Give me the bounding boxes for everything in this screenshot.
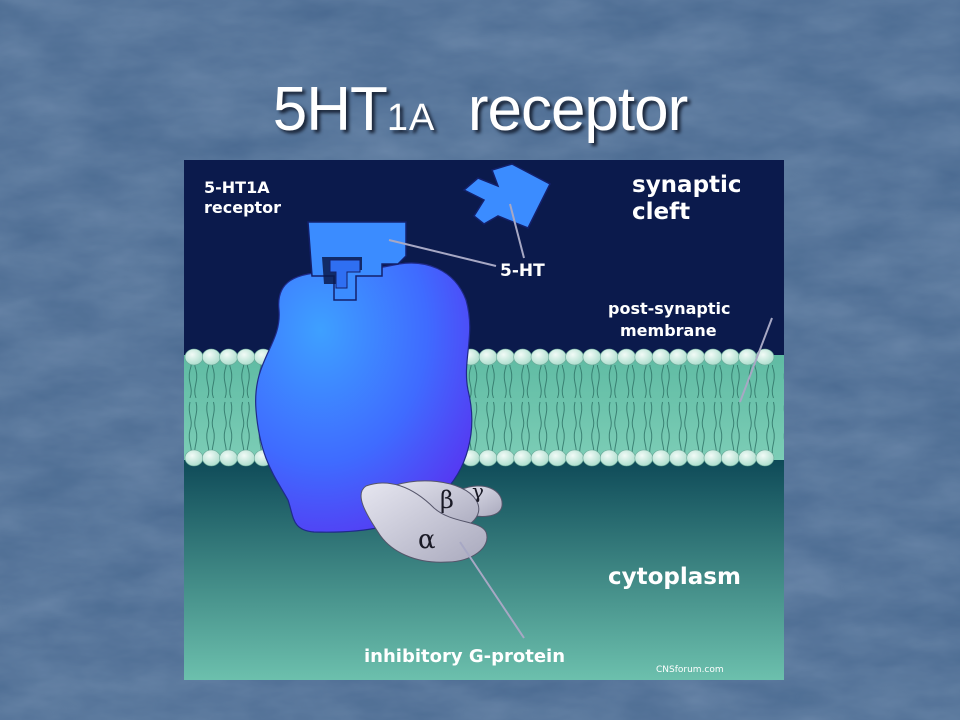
lipid-head (219, 348, 238, 366)
lipid-head (201, 449, 221, 467)
lipid-head (686, 348, 706, 366)
lipid-head (599, 348, 619, 366)
title-subscript: 1A (386, 97, 436, 139)
receptor-diagram: β γ α 5-HT1A receptor synaptic cleft 5-H… (184, 160, 784, 680)
lipid-head (478, 348, 498, 366)
lipid-head (617, 348, 636, 366)
lipid-head (513, 449, 533, 467)
ligand-label: 5-HT (500, 261, 545, 281)
lipid-head (651, 348, 671, 366)
lipid-head (565, 348, 584, 366)
membrane-leader-line (739, 317, 773, 403)
lipid-head (478, 449, 498, 467)
alpha-label: α (418, 525, 436, 555)
lipid-head (582, 449, 602, 467)
lipid-head (599, 449, 619, 467)
receptor-binding-site (307, 221, 407, 301)
ligand-leader-line-bound (388, 239, 497, 267)
synaptic-cleft-label-line1: synaptic (632, 172, 742, 198)
lipid-head (703, 449, 723, 467)
lipid-head (634, 348, 654, 366)
leader-lines (388, 203, 773, 639)
lipid-head (513, 348, 533, 366)
title-main: 5HT (272, 75, 388, 144)
lipid-head (686, 449, 706, 467)
ligand-leader-line-free (509, 203, 525, 259)
cytoplasm-label: cytoplasm (608, 564, 741, 590)
lipid-head (184, 449, 204, 467)
credit-label: CNSforum.com (656, 665, 724, 675)
gamma-label: γ (472, 479, 484, 503)
lipid-head (547, 348, 567, 366)
lipid-head (703, 348, 723, 366)
gprotein-leader-line (459, 541, 525, 639)
lipid-head (738, 348, 757, 366)
lipid-head (236, 449, 256, 467)
lipid-head (201, 348, 221, 366)
gprotein-label: inhibitory G-protein (364, 646, 565, 667)
g-protein: β γ α (360, 479, 503, 563)
slide-title: 5HT1A receptor (0, 74, 960, 145)
lipid-head (738, 449, 757, 467)
lipid-head (582, 348, 602, 366)
membrane-label-line2: membrane (620, 321, 717, 340)
lipid-head (496, 348, 515, 366)
lipid-head (669, 449, 688, 467)
lipid-head (617, 449, 636, 467)
lipid-head (565, 449, 584, 467)
lipid-head (755, 348, 775, 366)
lipid-head (755, 449, 775, 467)
lipid-head (651, 449, 671, 467)
lipid-head (669, 348, 688, 366)
lipid-head (236, 348, 256, 366)
lipid-head (496, 449, 515, 467)
lipid-head (720, 449, 740, 467)
serotonin-ligand-icon (462, 163, 551, 229)
beta-label: β (440, 486, 454, 514)
title-tail: receptor (467, 75, 688, 144)
lipid-head (634, 449, 654, 467)
lipid-head (547, 449, 567, 467)
lipid-head (720, 348, 740, 366)
lipid-head (530, 348, 550, 366)
lipid-head (219, 449, 238, 467)
synaptic-cleft-label-line2: cleft (632, 199, 690, 225)
lipid-head (184, 348, 204, 366)
receptor-label-line2: receptor (204, 198, 281, 217)
lipid-head (530, 449, 550, 467)
receptor-label-line1: 5-HT1A (204, 178, 270, 197)
membrane-label-line1: post-synaptic (608, 299, 730, 318)
alpha-subunit (360, 482, 488, 563)
